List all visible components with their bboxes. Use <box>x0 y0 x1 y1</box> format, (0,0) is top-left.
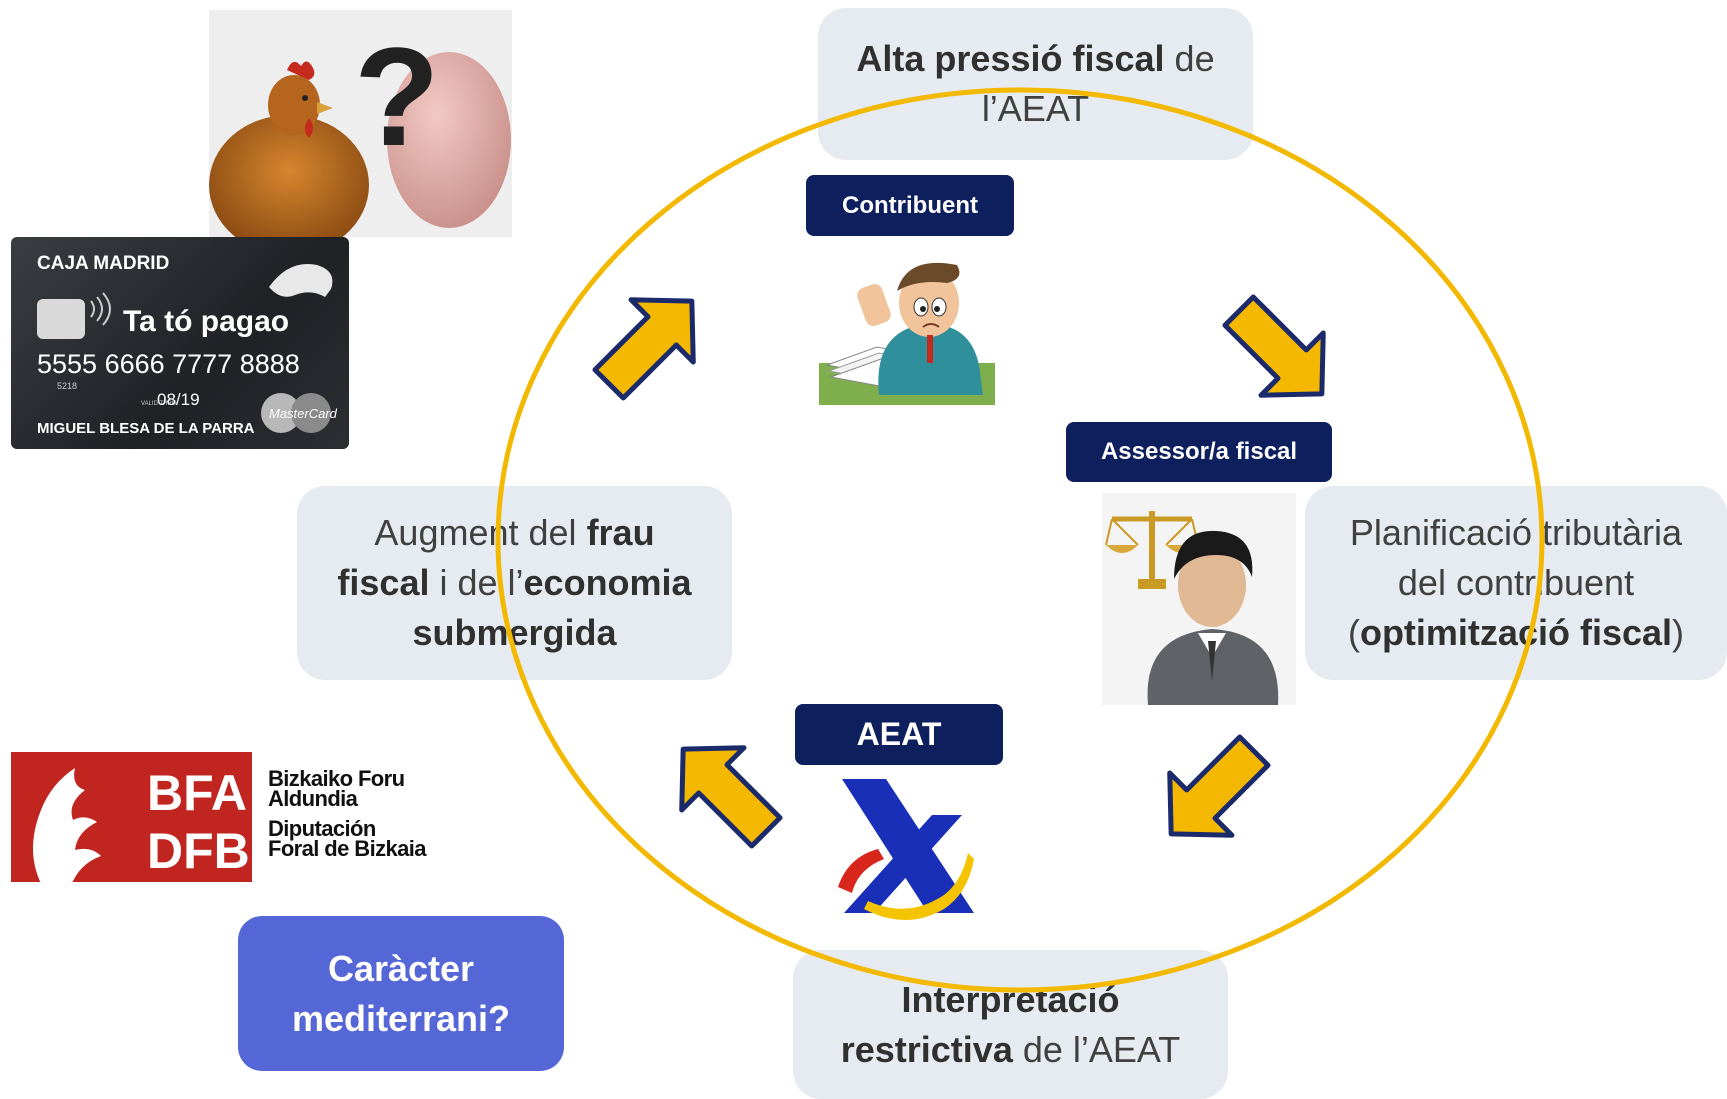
card-expiry: 08/19 <box>157 390 200 409</box>
chip-icon <box>37 299 85 339</box>
tag-assessor-label: Assessor/a fiscal <box>1100 438 1298 465</box>
card-small-number: 5218 <box>57 381 77 391</box>
contactless-icon <box>90 292 111 326</box>
chicken-egg-image: ? <box>209 10 512 237</box>
bfa-line2: DFB <box>147 823 250 879</box>
bfa-line1: BFA <box>147 765 247 821</box>
egg-shape <box>387 52 511 228</box>
bfa-logo: BFA DFB Bizkaiko Foru Aldundia Diputació… <box>11 752 431 907</box>
hen-shape <box>209 115 369 237</box>
card-holder: MIGUEL BLESA DE LA PARRA <box>37 420 255 437</box>
box-right-close: ) <box>1672 612 1685 653</box>
card-number: 5555 6666 7777 8888 <box>37 349 300 379</box>
question-line1: Caràcter <box>327 947 475 989</box>
tag-aeat-label: AEAT <box>856 716 942 752</box>
box-bottom-rest: de l’AEAT <box>1012 1028 1181 1070</box>
question-line2: mediterrani? <box>291 997 511 1039</box>
arrow-up-left <box>652 718 797 863</box>
tag-contribuent: Contribuent <box>806 175 1014 236</box>
oak-leaf-icon <box>33 768 101 901</box>
card-valid-label: VALID THRU <box>141 401 176 407</box>
tag-aeat: AEAT <box>795 704 1003 765</box>
bfa-name4: Foral de Bizkaia <box>268 836 427 861</box>
arrow-down-left <box>1140 720 1285 865</box>
box-left-b2: fiscal <box>337 562 430 603</box>
credit-card: CAJA MADRID Ta tó pagao 5555 6666 7777 8… <box>11 237 349 449</box>
tag-assessor: Assessor/a fiscal <box>1066 422 1332 482</box>
bfa-name1: Bizkaiko Foru <box>268 766 404 791</box>
card-slogan: Ta tó pagao <box>123 305 289 338</box>
card-brand: MasterCard <box>269 406 338 421</box>
question-symbol: ? <box>354 18 440 175</box>
box-top-rest: de <box>1164 38 1215 79</box>
bear-icon <box>269 263 333 297</box>
card-bank: CAJA MADRID <box>37 253 169 274</box>
box-top-bold: Alta pressió fiscal <box>856 38 1165 79</box>
bfa-name3: Diputación <box>268 816 376 841</box>
arrow-down-right <box>1208 280 1353 425</box>
arrow-up-right <box>578 270 723 415</box>
tag-contribuent-label: Contribuent <box>842 191 978 219</box>
box-bottom-bold2: restrictiva <box>840 1028 1013 1070</box>
bfa-name2: Aldundia <box>268 786 359 811</box>
